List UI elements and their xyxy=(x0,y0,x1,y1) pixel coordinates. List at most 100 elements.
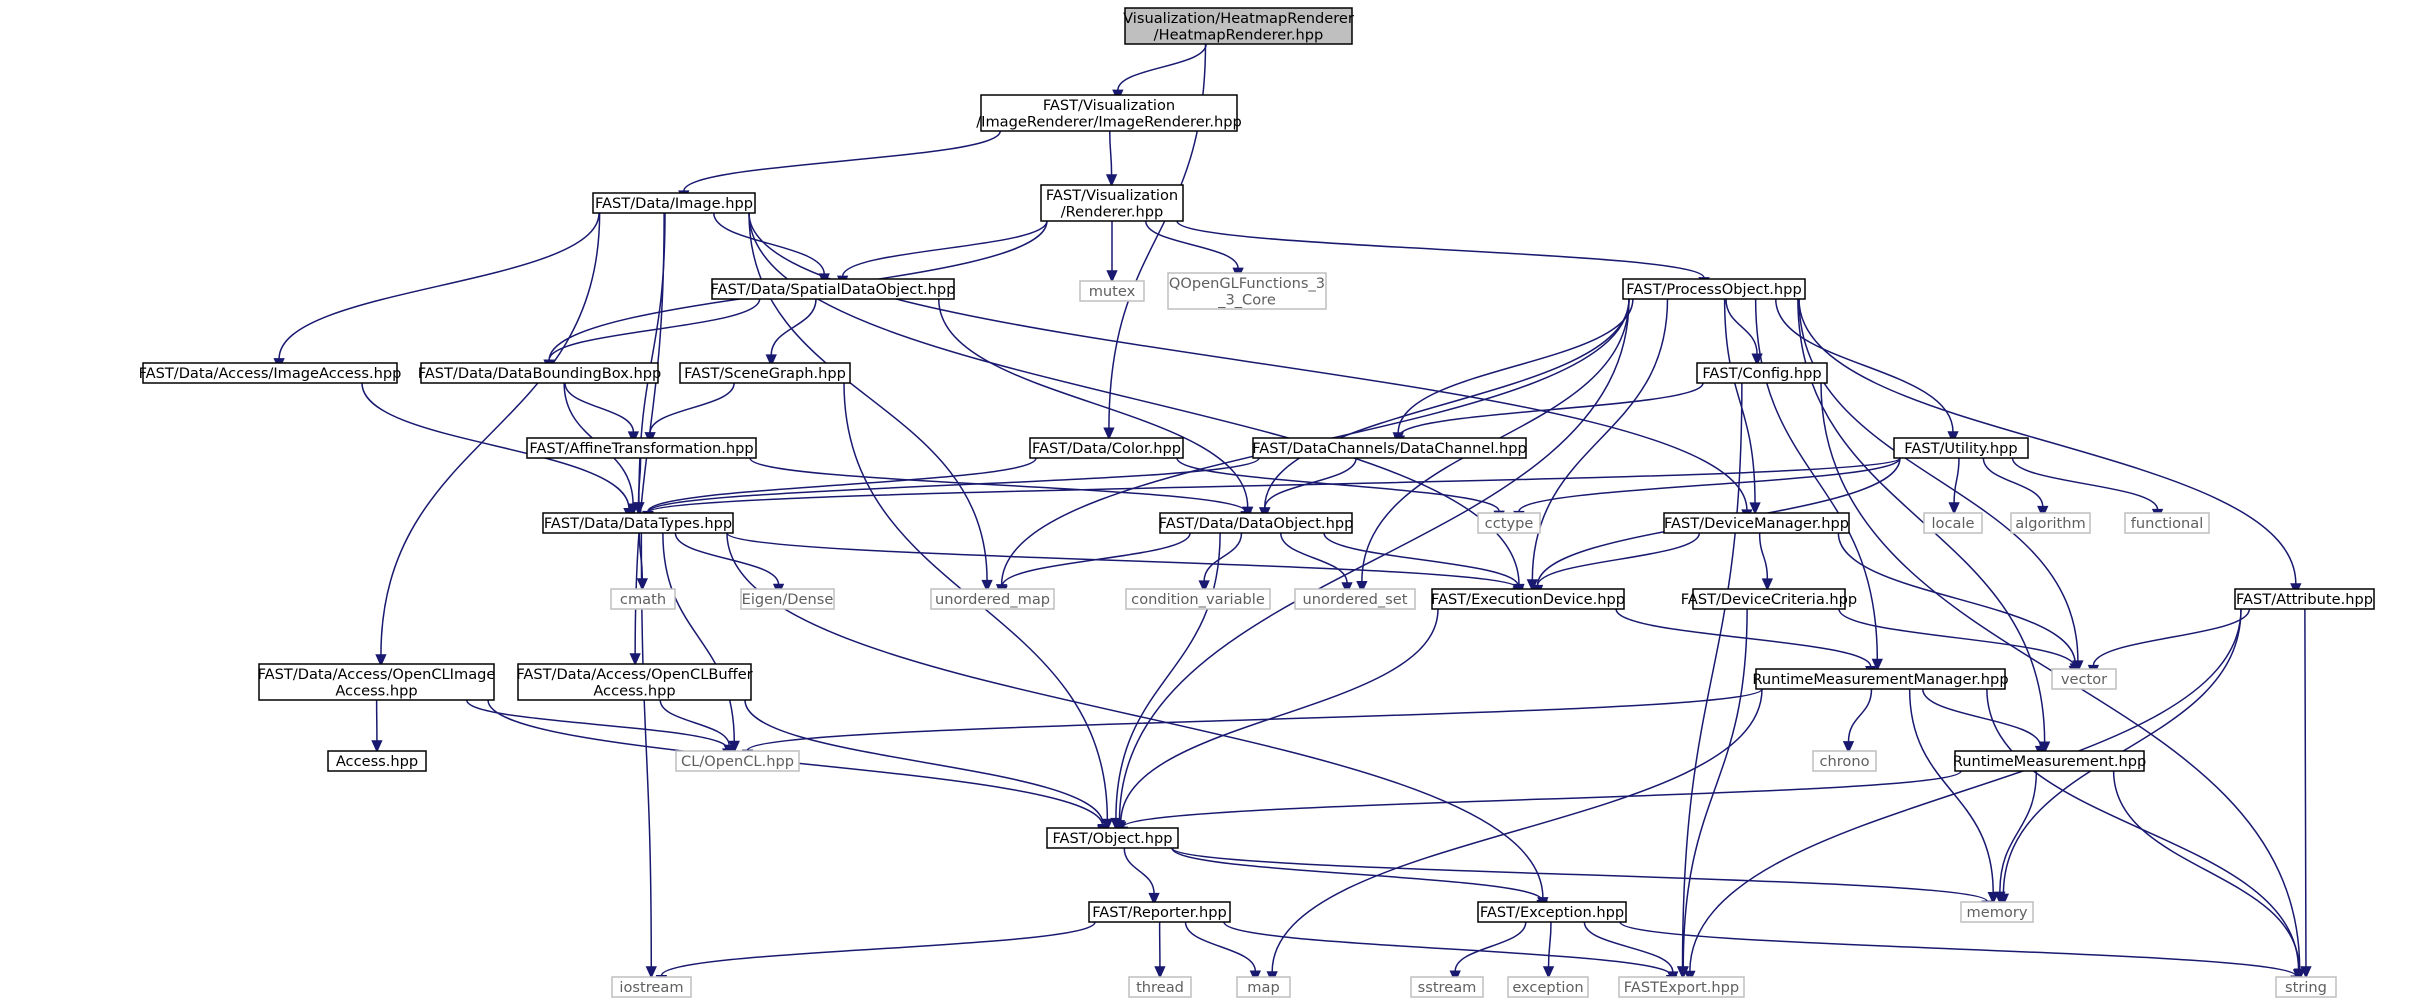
node-box xyxy=(1507,976,1589,998)
node-databoundingbox[interactable]: FAST/Data/DataBoundingBox.hpp xyxy=(418,362,662,384)
edge-openclimageaccess-to-access xyxy=(371,699,383,753)
node-object[interactable]: FAST/Object.hpp xyxy=(1046,827,1179,849)
edge-line xyxy=(938,298,1249,508)
node-utility[interactable]: FAST/Utility.hpp xyxy=(1893,437,2029,459)
node-label: mutex xyxy=(1089,283,1136,300)
node-label: /Renderer.hpp xyxy=(1061,203,1164,220)
edge-arrowhead xyxy=(1842,741,1855,754)
node-box xyxy=(2275,976,2337,998)
node-datatypes[interactable]: FAST/Data/DataTypes.hpp xyxy=(542,512,734,534)
node-imageaccess[interactable]: FAST/Data/Access/ImageAccess.hpp xyxy=(139,362,402,384)
edge-arrowhead xyxy=(1103,427,1115,441)
node-box xyxy=(679,362,851,384)
edge-line xyxy=(1171,847,1543,901)
edge-line xyxy=(1120,608,1439,823)
node-box xyxy=(1128,976,1192,998)
node-executiondevice[interactable]: FAST/ExecutionDevice.hpp xyxy=(1431,588,1625,610)
edge-devicemanager-to-devicecriteria xyxy=(1758,532,1774,591)
edge-line xyxy=(1121,770,1962,828)
edge-arrowhead xyxy=(1154,966,1166,979)
edge-line xyxy=(1847,688,1873,742)
edge-databoundingbox-to-affinetransformation xyxy=(564,382,640,444)
node-imagerenderer[interactable]: FAST/Visualization/ImageRenderer/ImageRe… xyxy=(976,94,1242,132)
edge-arrowhead xyxy=(629,653,641,666)
node-datachannel[interactable]: FAST/DataChannels/DataChannel.hpp xyxy=(1252,437,1527,459)
edge-line xyxy=(1115,532,1221,819)
edge-line xyxy=(841,220,1048,277)
node-access[interactable]: Access.hpp xyxy=(327,750,427,772)
node-image[interactable]: FAST/Data/Image.hpp xyxy=(592,192,756,214)
node-box xyxy=(258,663,495,701)
node-box xyxy=(675,750,800,772)
node-runtimemeasurementmanager[interactable]: RuntimeMeasurementManager.hpp xyxy=(1752,668,2009,690)
node-cctype: cctype xyxy=(1477,512,1541,534)
edge-line xyxy=(1723,298,1756,504)
edge-line xyxy=(466,699,729,750)
node-devicemanager[interactable]: FAST/DeviceManager.hpp xyxy=(1663,512,1850,534)
node-heatmaprenderer[interactable]: Visualization/HeatmapRenderer/HeatmapRen… xyxy=(1123,7,1354,45)
node-box xyxy=(1159,512,1353,534)
node-label: cmath xyxy=(620,591,666,608)
edge-runtimemeasurementmanager-to-string xyxy=(1986,688,2305,983)
node-box xyxy=(1692,588,1846,610)
node-condition-variable: condition_variable xyxy=(1125,588,1271,610)
node-label: exception xyxy=(1512,979,1583,996)
node-exception-std: exception xyxy=(1507,976,1589,998)
edge-attribute-to-fastexport xyxy=(1684,608,2242,984)
node-box xyxy=(740,588,835,610)
node-box xyxy=(1923,512,1983,534)
node-spatialdataobject[interactable]: FAST/Data/SpatialDataObject.hpp xyxy=(711,278,956,300)
edge-scenegraph-to-affinetransformation xyxy=(644,382,735,445)
edge-line xyxy=(1223,921,1673,977)
edge-reporter-to-iostream xyxy=(655,921,1096,988)
node-box xyxy=(1252,437,1527,459)
edge-object-to-exception xyxy=(1171,847,1548,913)
node-box xyxy=(517,663,752,701)
node-exception[interactable]: FAST/Exception.hpp xyxy=(1477,901,1627,923)
node-box xyxy=(2124,512,2210,534)
node-box xyxy=(1167,272,1327,310)
edge-arrowhead xyxy=(1751,353,1763,367)
node-eigendense: Eigen/Dense xyxy=(740,588,835,610)
node-dataobject[interactable]: FAST/Data/DataObject.hpp xyxy=(1159,512,1354,534)
node-renderer[interactable]: FAST/Visualization/Renderer.hpp xyxy=(1040,184,1184,222)
node-clopencl: CL/OpenCL.hpp xyxy=(675,750,800,772)
edge-line xyxy=(1758,532,1769,580)
edge-heatmaprenderer-to-imagerenderer xyxy=(1112,43,1207,103)
node-devicecriteria[interactable]: FAST/DeviceCriteria.hpp xyxy=(1681,588,1857,610)
edge-arrowhead xyxy=(632,502,645,515)
edge-line xyxy=(380,212,601,656)
edge-line xyxy=(1176,457,1500,512)
node-processobject[interactable]: FAST/ProcessObject.hpp xyxy=(1622,278,1806,300)
edge-line xyxy=(1547,921,1552,968)
node-label: FAST/AffineTransformation.hpp xyxy=(529,440,753,457)
edge-imagerenderer-to-image xyxy=(678,130,1001,203)
node-label: FAST/Data/Access/OpenCLImage xyxy=(258,666,496,683)
node-config[interactable]: FAST/Config.hpp xyxy=(1696,362,1828,384)
edge-arrowhead xyxy=(1871,658,1883,672)
edge-line xyxy=(361,382,630,509)
edge-line xyxy=(659,699,730,746)
node-label: FAST/Visualization xyxy=(1046,187,1178,204)
edge-line xyxy=(1117,43,1207,91)
edge-arrowhead xyxy=(1761,578,1774,591)
edge-arrowhead xyxy=(1948,502,1960,515)
node-reporter[interactable]: FAST/Reporter.hpp xyxy=(1088,901,1231,923)
edge-line xyxy=(744,699,1104,825)
edge-line xyxy=(638,212,666,504)
edge-line xyxy=(564,382,635,433)
node-iostream: iostream xyxy=(611,976,692,998)
node-scenegraph[interactable]: FAST/SceneGraph.hpp xyxy=(679,362,851,384)
node-functional: functional xyxy=(2124,512,2210,534)
node-box xyxy=(1812,750,1877,772)
node-color[interactable]: FAST/Data/Color.hpp xyxy=(1029,437,1184,459)
node-label: vector xyxy=(2061,671,2107,688)
node-affinetransformation[interactable]: FAST/AffineTransformation.hpp xyxy=(526,437,757,459)
node-attribute[interactable]: FAST/Attribute.hpp xyxy=(2234,588,2375,610)
edge-arrowhead xyxy=(645,966,657,979)
edge-line xyxy=(1145,220,1239,269)
edge-line xyxy=(647,457,1037,512)
node-runtimemeasurement[interactable]: RuntimeMeasurement.hpp xyxy=(1953,750,2147,772)
